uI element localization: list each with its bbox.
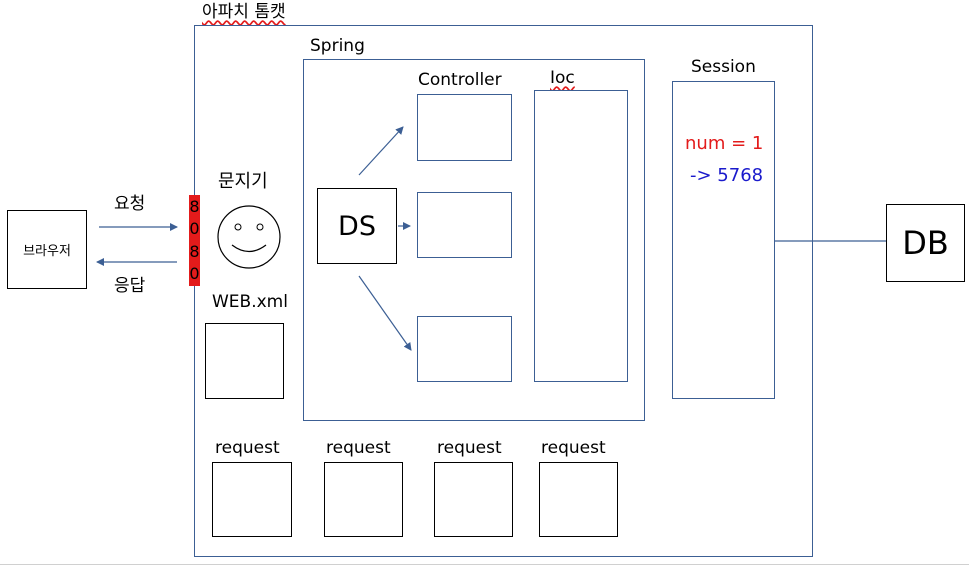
- request-label: 요청: [114, 194, 146, 214]
- spring-container: [303, 59, 645, 421]
- dispatcher-box: DS: [317, 188, 397, 264]
- request-thread-label: request: [326, 438, 391, 458]
- ds-to-controller-1-arrow: [358, 126, 404, 176]
- ioc-label: Ioc: [550, 68, 575, 88]
- browser-label: 브라우저: [23, 244, 71, 259]
- controller-label: Controller: [418, 70, 502, 90]
- response-label: 응답: [114, 276, 146, 296]
- ds-to-controller-3-arrow: [358, 275, 412, 351]
- request-thread-box: [539, 462, 618, 537]
- dispatcher-label: DS: [338, 210, 376, 242]
- gatekeeper-label: 문지기: [218, 171, 268, 192]
- tomcat-container: [194, 25, 813, 557]
- web-xml-box: [205, 323, 284, 399]
- request-thread-box: [212, 462, 292, 537]
- controller-box: [417, 192, 512, 258]
- session-box: num = 1 -> 5768: [672, 81, 775, 399]
- db-label: DB: [902, 224, 949, 262]
- spring-title: Spring: [310, 36, 365, 56]
- request-thread-label: request: [541, 438, 606, 458]
- controller-box: [417, 94, 512, 161]
- db-box: DB: [886, 204, 965, 282]
- tomcat-title: 아파치 톰캣: [202, 2, 286, 22]
- request-thread-label: request: [437, 438, 502, 458]
- port-8080: 8 0 8 0: [189, 195, 200, 286]
- session-value: num = 1: [685, 133, 764, 154]
- ioc-container: [534, 90, 628, 382]
- session-change: -> 5768: [690, 165, 764, 186]
- browser-box: 브라우저: [7, 210, 87, 289]
- controller-box: [417, 316, 512, 382]
- session-label: Session: [691, 57, 756, 77]
- port-digit: 0: [189, 263, 200, 283]
- web-xml-label: WEB.xml: [212, 292, 288, 312]
- bottom-divider: [0, 564, 969, 565]
- port-digit: 8: [189, 197, 200, 216]
- port-digit: 8: [189, 241, 200, 261]
- request-thread-label: request: [215, 438, 280, 458]
- request-thread-box: [434, 462, 513, 537]
- port-digit: 0: [189, 219, 200, 239]
- request-thread-box: [324, 462, 403, 537]
